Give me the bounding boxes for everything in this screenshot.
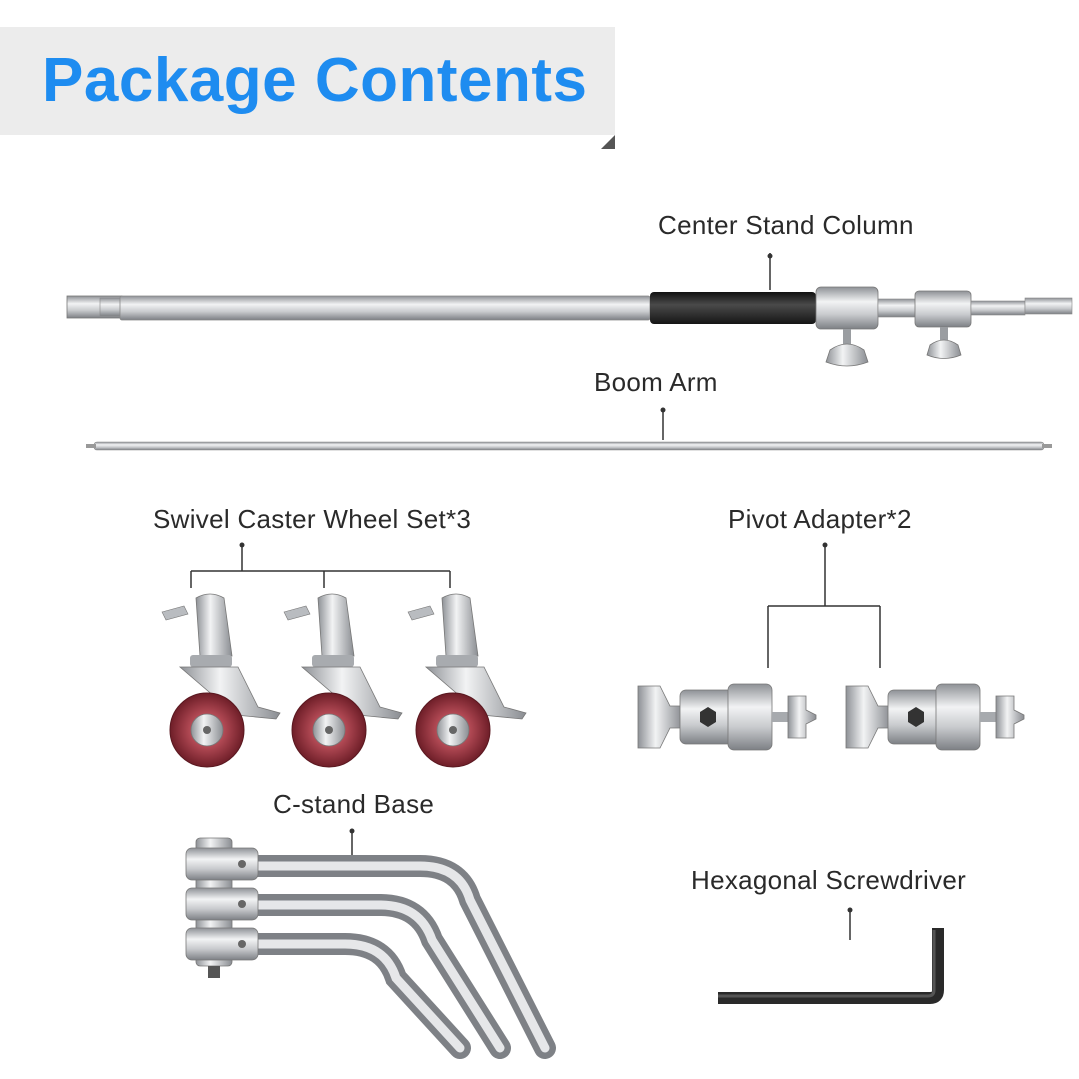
title-banner bbox=[0, 27, 615, 135]
pivot-adapter-1 bbox=[637, 683, 817, 751]
caster-wheel-bracket bbox=[190, 542, 451, 588]
c-stand-base-image bbox=[185, 828, 556, 1059]
boom-arm-image bbox=[86, 407, 1052, 451]
label-boom-arm: Boom Arm bbox=[594, 367, 718, 397]
label-swivel-caster-wheel-set: Swivel Caster Wheel Set*3 bbox=[153, 504, 472, 534]
center-stand-column-image bbox=[66, 253, 1073, 367]
label-c-stand-base: C-stand Base bbox=[273, 789, 435, 819]
pivot-adapter-bracket bbox=[767, 542, 881, 668]
pivot-adapter-2 bbox=[845, 683, 1025, 751]
hexagonal-screwdriver-image bbox=[718, 907, 944, 1004]
caster-wheel-1 bbox=[161, 593, 281, 768]
caster-wheel-2 bbox=[283, 593, 403, 768]
page-title: Package Contents bbox=[42, 46, 588, 115]
label-center-stand-column: Center Stand Column bbox=[658, 210, 914, 240]
label-hexagonal-screwdriver: Hexagonal Screwdriver bbox=[691, 865, 967, 895]
label-pivot-adapter: Pivot Adapter*2 bbox=[728, 504, 912, 534]
caster-wheel-3 bbox=[407, 593, 527, 768]
